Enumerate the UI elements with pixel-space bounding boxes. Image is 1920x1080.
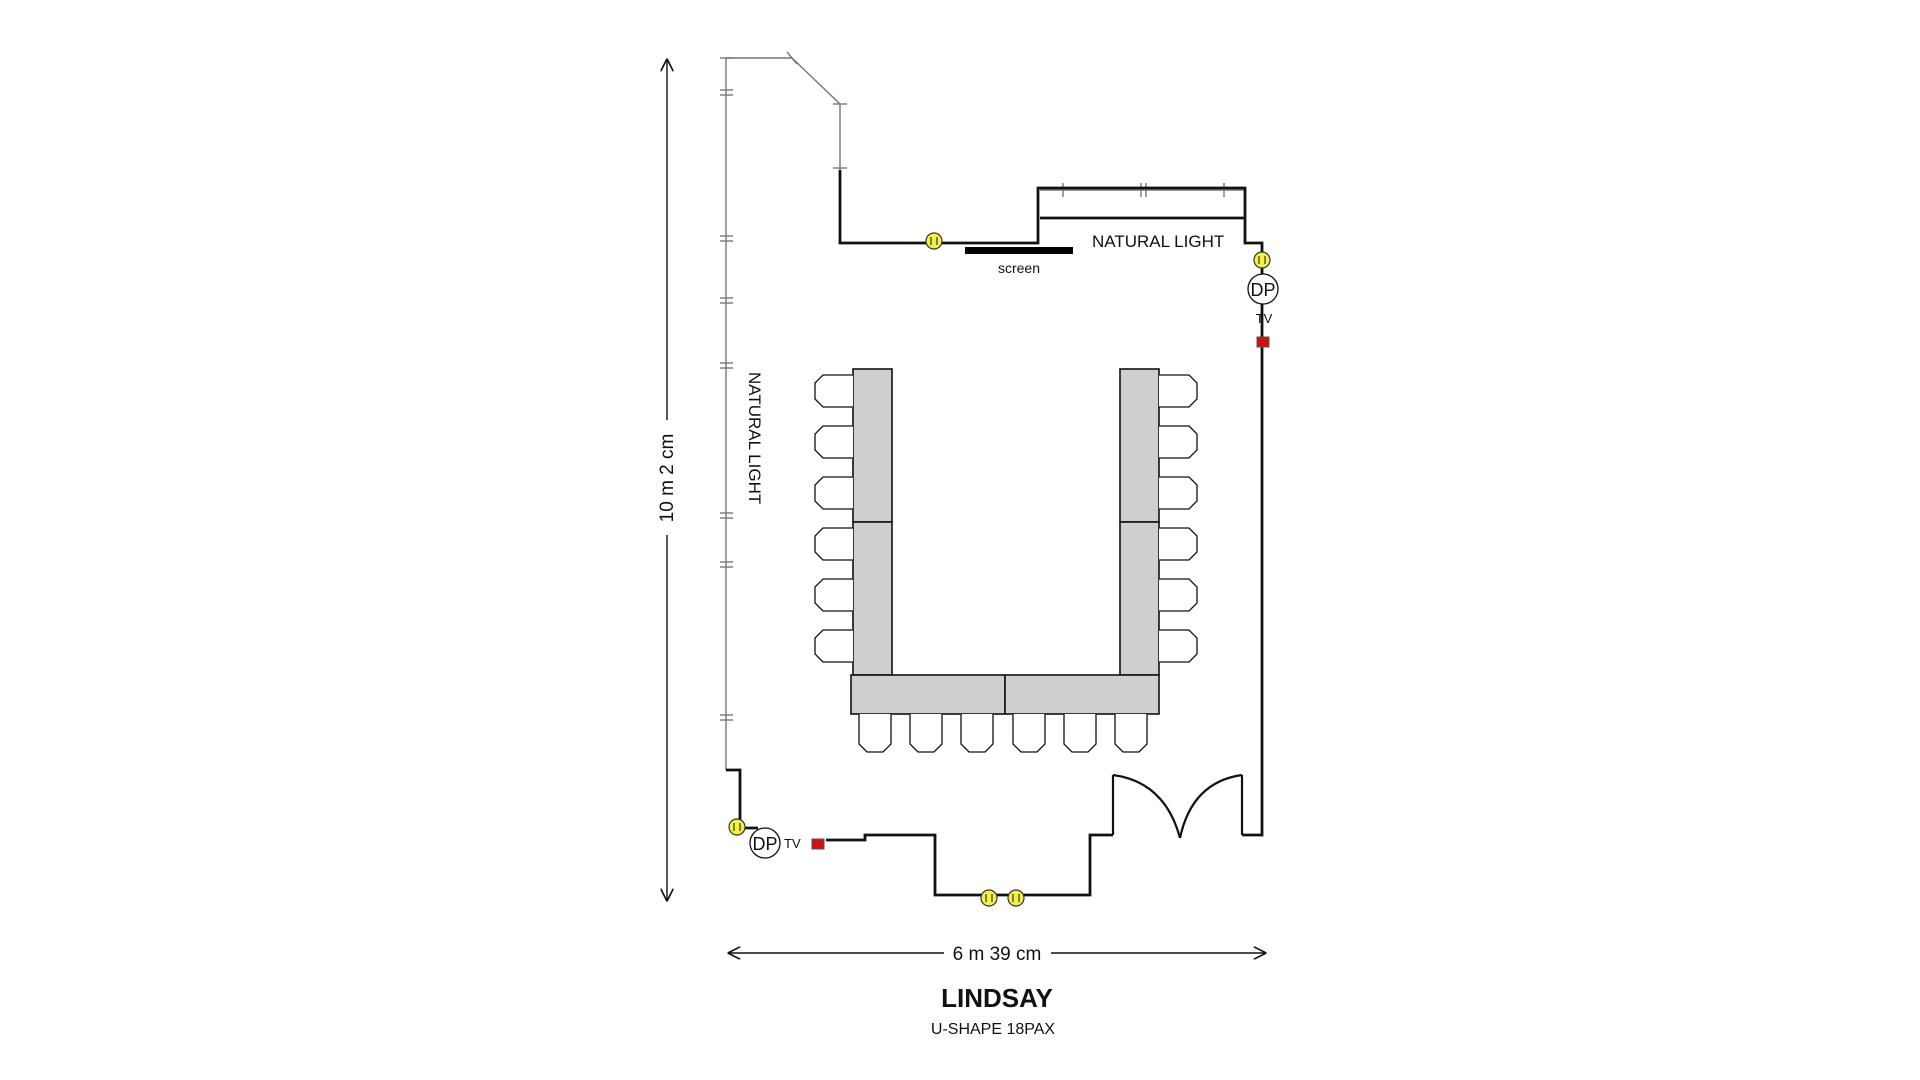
power-outlet-icon [1007, 889, 1025, 907]
display-port-left: DP [749, 827, 781, 859]
chair [1159, 374, 1198, 408]
chair [1159, 629, 1198, 663]
width-dimension: 6 m 39 cm [729, 944, 1265, 965]
tv-label-right: TV [1256, 311, 1273, 326]
double-door [1111, 773, 1244, 839]
chairs [814, 374, 1198, 753]
chair [858, 714, 892, 753]
chair [960, 714, 994, 753]
dp-label-right: DP [1250, 280, 1275, 300]
table [1119, 368, 1160, 523]
dp-label-left: DP [752, 834, 777, 854]
chair [1063, 714, 1097, 753]
display-port-right: DP [1247, 273, 1279, 305]
chair [909, 714, 943, 753]
height-dimension: 10 m 2 cm [657, 60, 678, 900]
chair [1159, 527, 1198, 561]
u-shape-tables [850, 368, 1160, 715]
room-setup: U-SHAPE 18PAX [931, 1021, 1056, 1038]
power-outlet-icon [728, 818, 746, 836]
table [1119, 521, 1160, 676]
height-dimension-label: 10 m 2 cm [657, 434, 678, 523]
power-outlet-icon [925, 232, 943, 250]
chair [1114, 714, 1148, 753]
chair [1159, 578, 1198, 612]
top-window [1040, 183, 1245, 197]
room-name: LINDSAY [941, 983, 1053, 1013]
power-outlet-icon [980, 889, 998, 907]
table [852, 521, 893, 676]
chair [814, 476, 853, 510]
chair [814, 527, 853, 561]
tv-port-right [1256, 336, 1270, 348]
table [850, 674, 1006, 715]
chair [1159, 425, 1198, 459]
projection-screen [965, 247, 1073, 254]
tv-label-left: TV [784, 836, 801, 851]
walls [726, 170, 1264, 897]
chair [814, 374, 853, 408]
power-outlet-icon [1253, 251, 1271, 269]
natural-light-left-label: NATURAL LIGHT [745, 372, 764, 504]
width-dimension-label: 6 m 39 cm [953, 944, 1042, 965]
chair [814, 578, 853, 612]
chair [1012, 714, 1046, 753]
left-window [720, 51, 847, 770]
chair [814, 425, 853, 459]
tv-port-left [811, 838, 825, 850]
chair [1159, 476, 1198, 510]
power-outlets [728, 232, 1271, 907]
table [852, 368, 893, 523]
screen-label: screen [998, 260, 1040, 276]
table [1004, 674, 1160, 715]
chair [814, 629, 853, 663]
natural-light-top-label: NATURAL LIGHT [1092, 232, 1224, 251]
